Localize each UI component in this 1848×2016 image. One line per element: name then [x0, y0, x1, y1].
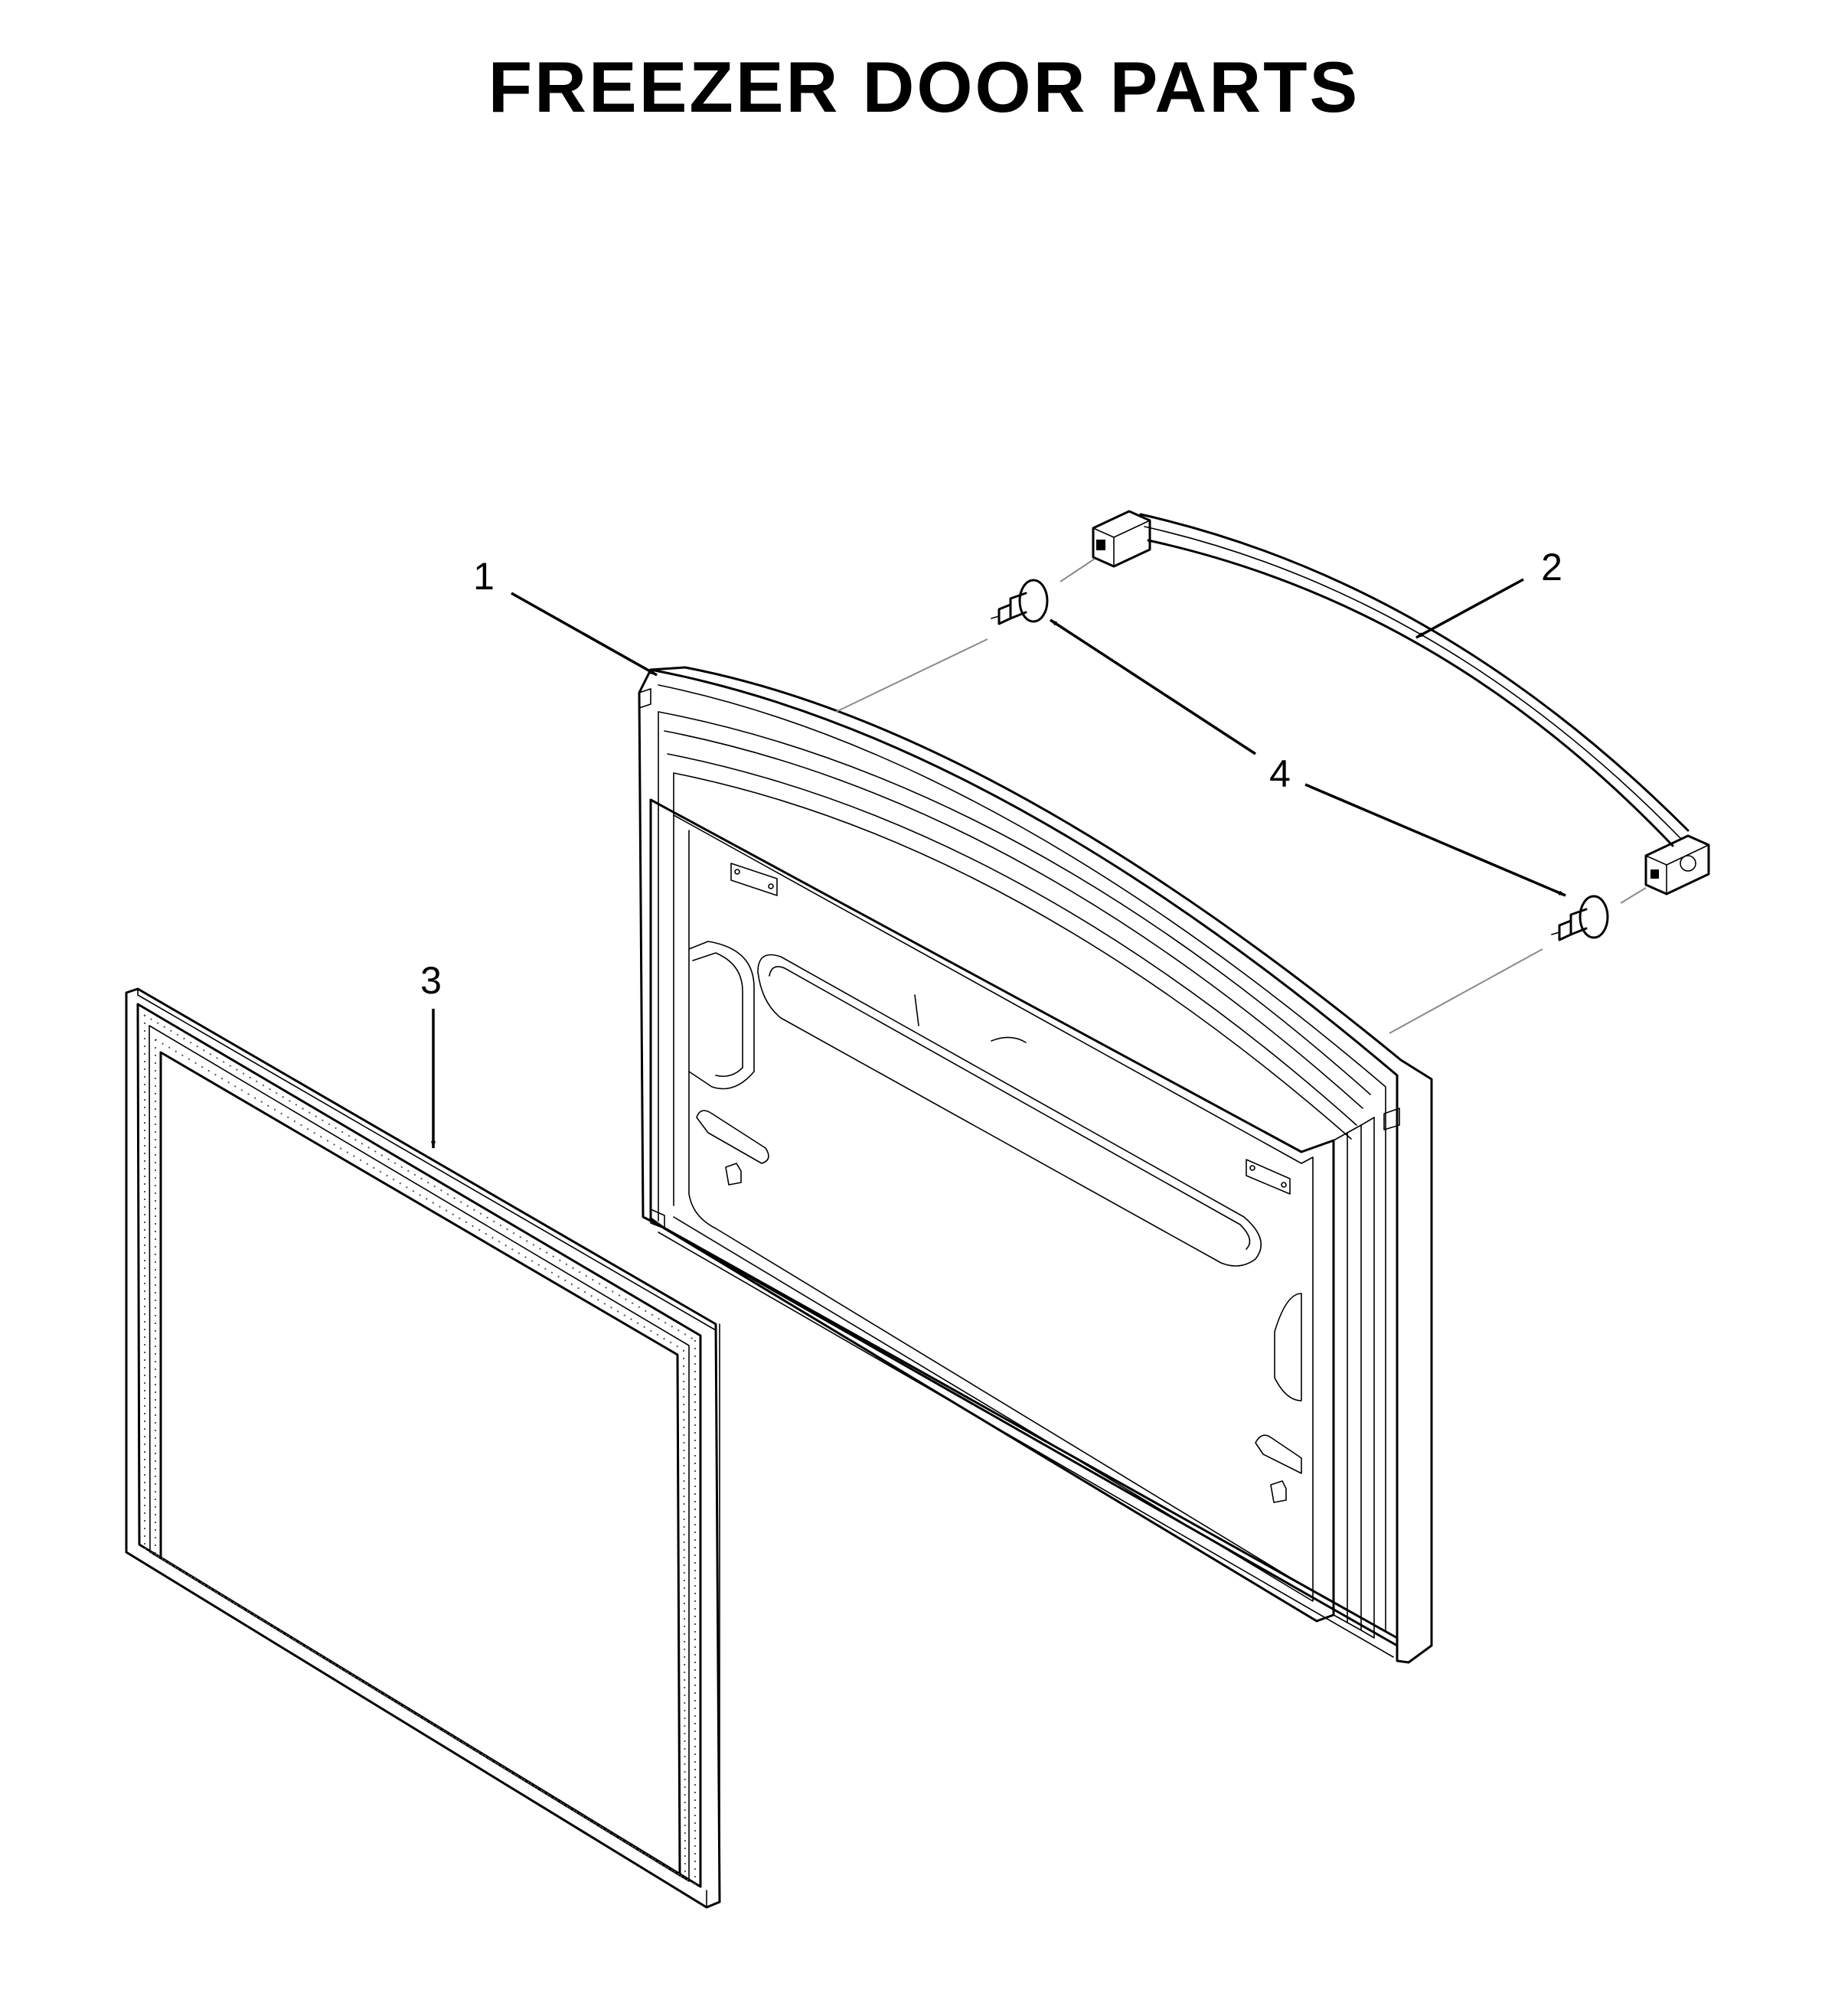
alignment-line: [1389, 948, 1543, 1034]
handle-mounting-stud-lower: [1551, 895, 1609, 941]
alignment-line: [1059, 558, 1095, 582]
door-gasket: [125, 987, 721, 1909]
handle-mounting-stud-upper: [991, 579, 1049, 625]
page-title: FREEZER DOOR PARTS: [488, 47, 1360, 127]
callout-1-leader-arrow: [511, 592, 658, 677]
callout-4-label: 4: [1269, 752, 1291, 795]
freezer-door: [638, 666, 1433, 1664]
callout-3-label: 3: [420, 959, 442, 1002]
callout-4: 4: [1050, 618, 1566, 897]
callout-1-label: 1: [473, 555, 495, 598]
callout-2-label: 2: [1541, 546, 1562, 589]
alignment-line: [835, 638, 988, 713]
callout-4-leader-arrow-lower: [1304, 783, 1566, 897]
callout-3: 3: [420, 959, 442, 1149]
alignment-line: [1620, 887, 1647, 904]
callout-2-leader-arrow: [1415, 578, 1524, 639]
door-handle: [1092, 510, 1710, 895]
callout-2: 2: [1415, 546, 1562, 639]
callout-4-leader-arrow-upper: [1050, 618, 1256, 755]
callout-1: 1: [473, 555, 658, 677]
